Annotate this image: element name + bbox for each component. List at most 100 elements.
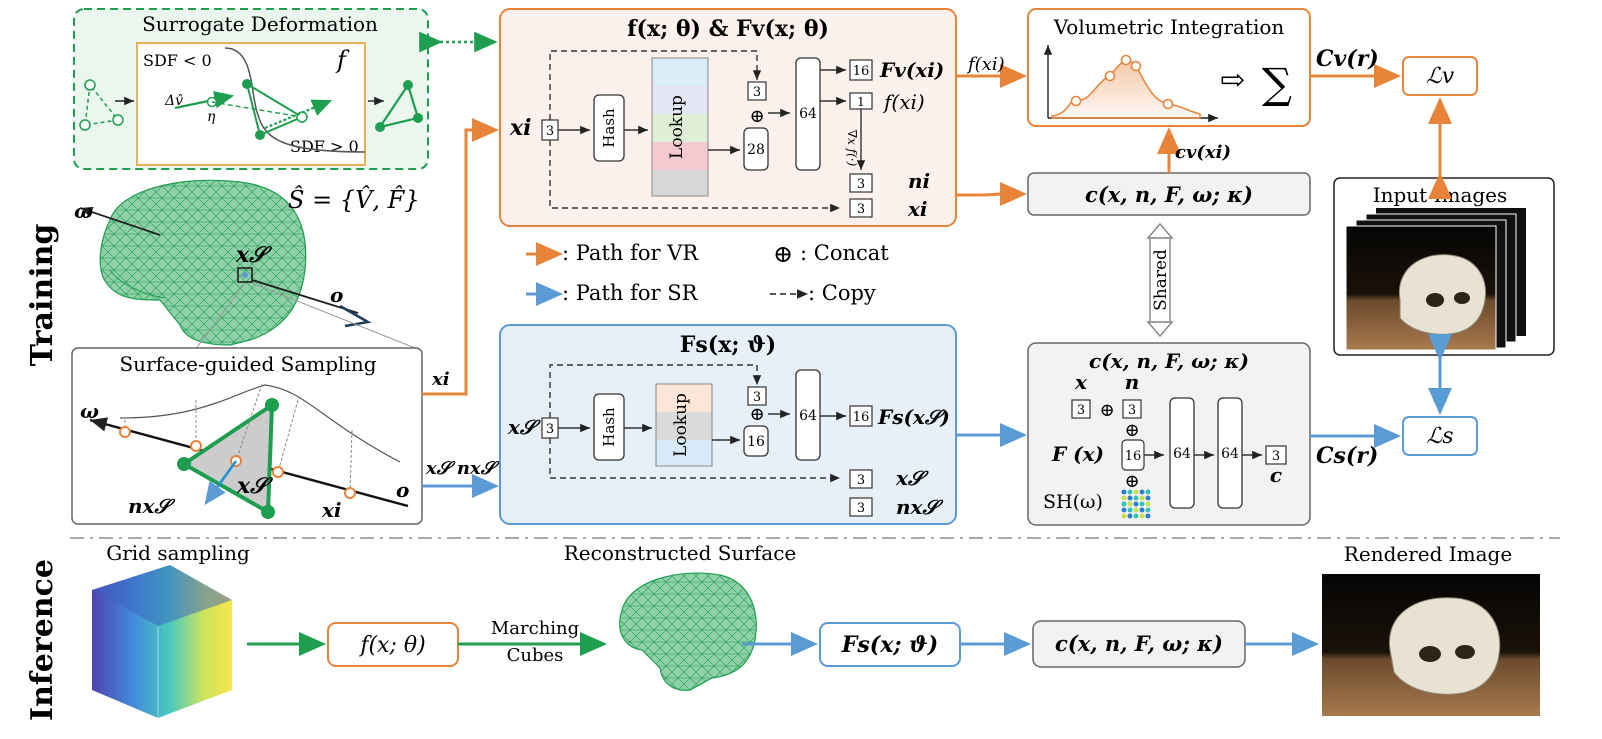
inference-c-label: c(x, n, F, ω; κ) (1055, 631, 1223, 656)
color-net-title: c(x, n, F, ω; κ) (1089, 349, 1249, 373)
reconstructed-surface-label: Reconstructed Surface (564, 541, 797, 565)
skull-omega: ω (74, 199, 93, 223)
vr-concat-symbol: ⊕ (749, 106, 764, 127)
sr-title: Fs(x; ϑ) (680, 332, 776, 358)
input-images-panel: Input Images (1333, 177, 1555, 356)
color-net-out: c (1270, 463, 1282, 487)
shared-label: Shared (1151, 249, 1171, 311)
loss-s-label: ℒs (1426, 424, 1453, 449)
color-net-concat-1: ⊕ (1099, 400, 1114, 421)
color-net-n-dim: 3 (1128, 403, 1136, 418)
cubes-label: Cubes (507, 645, 564, 666)
volint-title: Volumetric Integration (1053, 15, 1285, 39)
sr-out1-dim: 16 (853, 410, 870, 425)
reconstructed-mesh (619, 572, 757, 691)
sr-out3-dim: 3 (857, 501, 865, 516)
sr-input-dim: 3 (546, 422, 554, 437)
color-net-concat-2: ⊕ (1124, 420, 1139, 441)
vr-out1-label: Fv(xi) (879, 58, 944, 82)
sdf-positive-label: SDF > 0 (290, 137, 359, 156)
legend-copy: : Copy (808, 281, 876, 305)
sampling-title: Surface-guided Sampling (119, 352, 376, 376)
surface-sampling-panel: Surface-guided Sampling ω o x𝒮 nx𝒮 xi (71, 347, 423, 525)
volumetric-integration-panel: Volumetric Integration ⇨ ∑ (1027, 8, 1311, 127)
legend-sr: : Path for SR (562, 281, 699, 305)
f-xi-edge-label: f(xi) (966, 54, 1005, 75)
color-net-mlp1: 64 (1173, 446, 1191, 462)
sr-lookup: Lookup (671, 393, 691, 457)
vr-title: f(x; θ) & Fv(x; θ) (627, 16, 829, 42)
sr-network-block: Fs(x; ϑ) x𝒮 3 Hash Lookup 3 ⊕ 16 64 16 F… (499, 324, 957, 525)
loss-v-label: ℒv (1426, 64, 1455, 89)
color-net-top-label: c(x, n, F, ω; κ) (1085, 182, 1253, 207)
training-label: Training (25, 224, 60, 367)
sampling-origin: o (396, 478, 409, 502)
sr-input-label: x𝒮 (507, 415, 541, 439)
loss-v-box (1402, 56, 1478, 96)
mesh-set-label: Ŝ = {V̂, F̂} (288, 185, 420, 214)
cv-xi-label: cv(xi) (1175, 142, 1231, 163)
legend-vr: : Path for VR (562, 241, 699, 265)
sr-hash: Hash (600, 407, 618, 447)
vr-out4-label: xi (907, 197, 928, 221)
color-net-fx: F (x) (1051, 442, 1104, 466)
input-skull-photo (1398, 254, 1486, 335)
skull-mesh-figure: ω x𝒮 o (74, 179, 421, 351)
color-net-sh: SH(ω) (1043, 491, 1103, 513)
vr-network-block: f(x; θ) & Fv(x; θ) xi 3 Hash Lookup 3 ⊕ … (499, 8, 957, 227)
vr-to-color-arrow (956, 182, 1027, 206)
xi-edge-label: xi (431, 369, 450, 390)
delta-v-label: Δv̂ (164, 93, 183, 109)
color-net-mlp2: 64 (1221, 446, 1239, 462)
sampling-nxs: nx𝒮 (128, 494, 175, 518)
sr-copy-dim: 3 (753, 390, 761, 405)
color-net-concat-3: ⊕ (1124, 471, 1139, 492)
inference-f-label: f(x; θ) (358, 633, 425, 658)
vr-hash: Hash (600, 108, 618, 148)
vr-out2-dim: 1 (857, 95, 865, 109)
sr-out3-label: nx𝒮 (896, 495, 943, 519)
rendered-image-label: Rendered Image (1344, 542, 1512, 566)
grid-sampling-label: Grid sampling (106, 541, 250, 565)
sr-out2-label: x𝒮 (895, 466, 929, 490)
vr-out4-dim: 3 (857, 202, 865, 217)
vr-gradient: ∇x f(·) (845, 130, 859, 167)
vr-lookup: Lookup (667, 95, 687, 159)
skull-xs: x𝒮 (235, 242, 272, 268)
vr-concat-dim: 28 (747, 142, 765, 158)
sampling-xs: x𝒮 (236, 473, 273, 499)
shared-weights-arrow: Shared (1146, 222, 1174, 338)
sh-basis-icon (1121, 489, 1151, 519)
vr-mlp: 64 (799, 106, 817, 122)
color-net-x: x (1074, 370, 1088, 394)
sr-concat-symbol: ⊕ (749, 404, 764, 425)
legend-concat: : Concat (800, 241, 889, 265)
xi-path-arrow (422, 118, 499, 396)
vr-copy-dim: 3 (753, 85, 761, 100)
vr-out2-label: f(xi) (882, 90, 925, 114)
input-images-title: Input Images (1373, 183, 1508, 207)
inference-label: Inference (25, 559, 60, 721)
cv-r-label: Cv(r) (1316, 46, 1379, 72)
color-net-n: n (1125, 370, 1140, 394)
sr-out2-dim: 3 (857, 473, 865, 488)
vr-input-label: xi (509, 115, 531, 141)
volint-arrow-symbol: ⇨ (1220, 63, 1245, 98)
marching-label: Marching (491, 618, 579, 639)
vr-input-dim: 3 (546, 124, 554, 139)
sr-mlp: 64 (799, 408, 817, 424)
vr-out1-dim: 16 (853, 64, 870, 79)
sdf-negative-label: SDF < 0 (143, 51, 212, 70)
grid-cube (92, 565, 232, 718)
sdf-curve (224, 47, 366, 153)
inference-fs-label: Fs(x; ϑ) (841, 632, 938, 658)
sr-out1-label: Fs(x𝒮) (877, 405, 950, 429)
surrogate-deformation-panel: Surrogate Deformation SDF < 0 SDF > 0 f … (73, 8, 429, 170)
skull-mesh (99, 179, 307, 346)
rendered-skull-photo (1388, 597, 1501, 695)
color-net-x-dim: 3 (1077, 403, 1085, 418)
color-net-f-dim: 16 (1125, 449, 1142, 464)
eta-label: η (207, 109, 216, 125)
sampling-xi: xi (321, 498, 342, 522)
vr-out3-dim: 3 (857, 177, 865, 192)
